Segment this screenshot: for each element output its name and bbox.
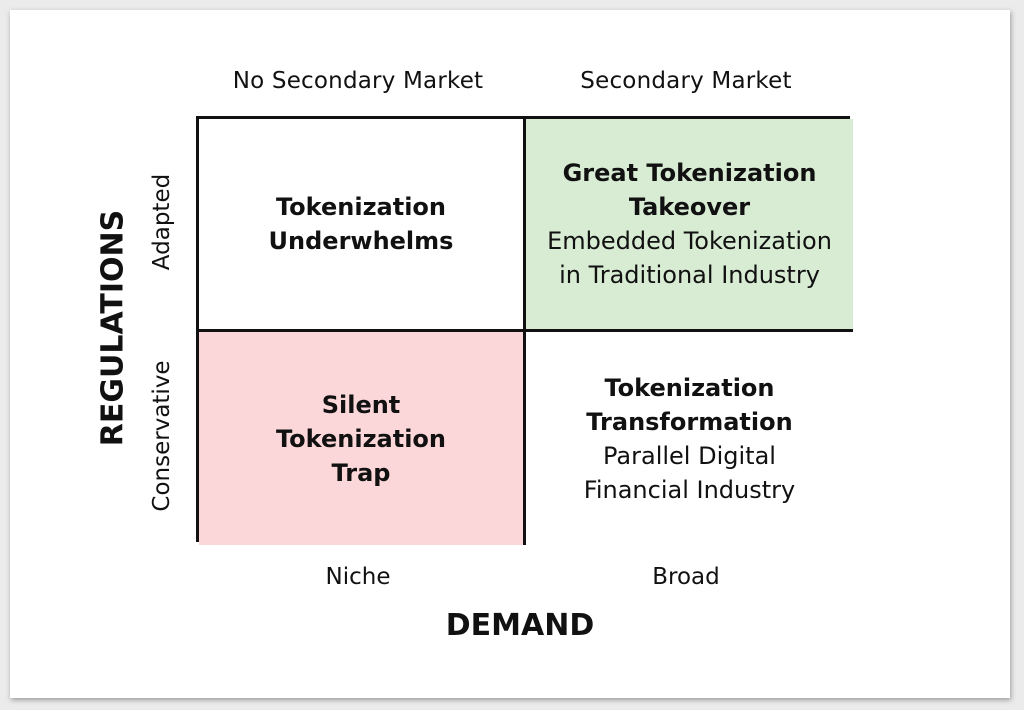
row-header-conservative: Conservative: [149, 360, 175, 512]
x-axis-title: DEMAND: [445, 608, 595, 643]
quadrant-matrix: Tokenization Underwhelms Great Tokenizat…: [196, 116, 853, 545]
column-header-secondary-market: Secondary Market: [580, 68, 792, 94]
title-line: Great Tokenization: [562, 159, 817, 187]
quadrant-title: Tokenization Underwhelms: [269, 190, 454, 258]
title-line: Tokenization: [275, 193, 446, 221]
quadrant-tokenization-underwhelms: Tokenization Underwhelms: [199, 119, 526, 332]
title-line: Transformation: [586, 407, 793, 436]
desc-line: in Traditional Industry: [559, 261, 820, 289]
desc-line: Embedded Tokenization: [547, 227, 832, 255]
quadrant-description: Parallel Digital Financial Industry: [584, 439, 795, 507]
row-header-adapted: Adapted: [149, 173, 175, 271]
x-label-niche: Niche: [325, 564, 391, 590]
title-line: Underwhelms: [268, 227, 454, 255]
column-header-no-secondary-market: No Secondary Market: [232, 68, 484, 94]
quadrant-silent-tokenization-trap: Silent Tokenization Trap: [199, 332, 526, 545]
quadrant-title: Great Tokenization Takeover: [563, 156, 817, 224]
title-line: Tokenization: [275, 424, 446, 453]
quadrant-description: Embedded Tokenization in Traditional Ind…: [547, 224, 832, 292]
quadrant-great-tokenization-takeover: Great Tokenization Takeover Embedded Tok…: [526, 119, 853, 332]
desc-line: Financial Industry: [583, 475, 796, 504]
title-line: Takeover: [628, 193, 751, 221]
title-line: Trap: [331, 458, 391, 487]
x-label-broad: Broad: [652, 564, 720, 590]
y-axis-title: REGULATIONS: [95, 209, 131, 447]
title-line: Tokenization: [604, 373, 775, 402]
quadrant-title: Tokenization Transformation: [586, 371, 792, 439]
quadrant-title: Silent Tokenization Trap: [276, 388, 446, 490]
desc-line: Parallel Digital: [603, 441, 776, 470]
title-line: Silent: [321, 390, 401, 419]
quadrant-tokenization-transformation: Tokenization Transformation Parallel Dig…: [526, 332, 853, 545]
